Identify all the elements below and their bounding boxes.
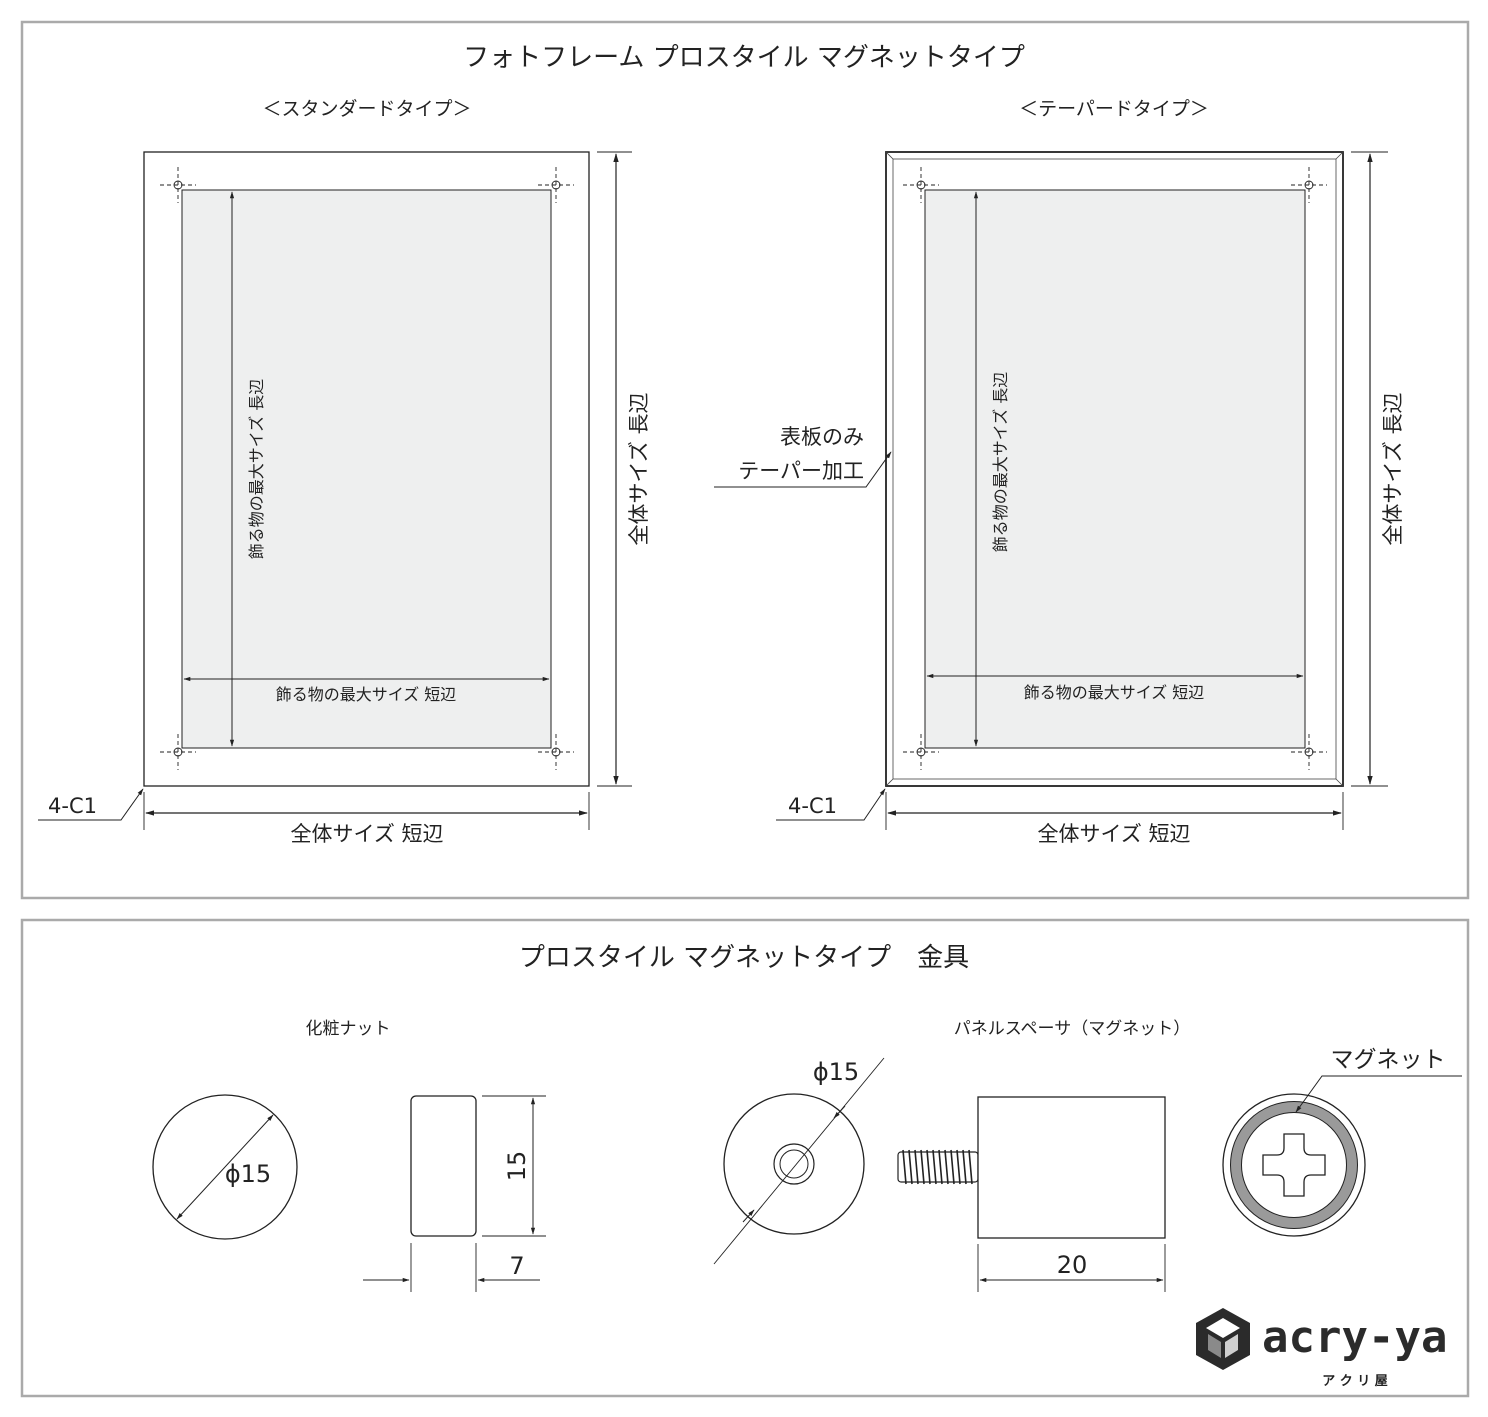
- magnet-label: マグネット: [1331, 1047, 1446, 1073]
- standard-type-drawing: ＜スタンダードタイプ＞ 飾る物の最大サイズ 長辺 飾る物の最大サイズ 短辺 全体…: [38, 98, 651, 846]
- magnet-ring: [1230, 1101, 1358, 1229]
- tapered-corner-leader: [776, 788, 886, 821]
- spacer-thread: [897, 1149, 979, 1185]
- tapered-overall-long-label: 全体サイズ 長辺: [1381, 392, 1405, 545]
- tapered-bevel-edge: [892, 158, 1337, 780]
- standard-display-area: [181, 189, 552, 749]
- acry-ya-logo: acry-ya ア ク リ 屋: [1196, 1308, 1447, 1389]
- spacer-side-view: [977, 1096, 1166, 1239]
- logo-subtext: ア ク リ 屋: [1322, 1374, 1388, 1389]
- tapered-screw-holes: [903, 167, 1327, 770]
- standard-heading: ＜スタンダードタイプ＞: [262, 98, 471, 120]
- standard-inner-short-label: 飾る物の最大サイズ 短辺: [276, 685, 457, 704]
- standard-corner-leader: [38, 788, 144, 821]
- taper-note-leader: [714, 451, 892, 488]
- cube-logo-icon: [1196, 1308, 1250, 1370]
- taper-note-line1: 表板のみ: [780, 425, 864, 449]
- nut-side-view: [410, 1095, 477, 1237]
- nut-diameter-dimension: [176, 1114, 274, 1220]
- tapered-type-drawing: ＜テーパードタイプ＞ 飾る物の最大サイズ 長辺 飾る物の最大サイズ 短辺 全体サ…: [714, 98, 1405, 846]
- standard-inner-long-label: 飾る物の最大サイズ 長辺: [247, 379, 266, 560]
- magnet-leader: [1295, 1075, 1462, 1113]
- taper-note-line2: テーパー加工: [738, 459, 864, 483]
- nut-diameter-label: ϕ15: [225, 1160, 271, 1188]
- spacer-diameter-label: ϕ15: [813, 1058, 859, 1086]
- spacer-label: パネルスペーサ（マグネット）: [954, 1019, 1190, 1039]
- spacer-diameter-extension: [713, 1057, 885, 1265]
- nut-width-label: 7: [509, 1252, 524, 1280]
- decorative-nut-drawing: 化粧ナット ϕ15 15 7: [152, 1019, 546, 1292]
- tapered-corner-label: 4-C1: [788, 794, 837, 818]
- nut-height-label: 15: [503, 1151, 531, 1182]
- panel-spacer-drawing: パネルスペーサ（マグネット） ϕ15 20: [713, 1019, 1462, 1292]
- standard-screw-holes: [160, 167, 574, 770]
- phillips-head-icon: [1262, 1133, 1326, 1197]
- tapered-display-area: [924, 189, 1306, 749]
- spacer-diameter-arrow-a: [833, 1105, 846, 1119]
- logo-wordmark: acry-ya: [1262, 1312, 1447, 1363]
- standard-corner-label: 4-C1: [48, 794, 97, 818]
- spacer-diameter-arrow-b: [742, 1209, 755, 1223]
- tapered-inner-long-label: 飾る物の最大サイズ 長辺: [991, 372, 1010, 553]
- standard-overall-long-label: 全体サイズ 長辺: [627, 392, 651, 545]
- spacer-center-hole-inner: [779, 1149, 809, 1179]
- bottom-panel: [20, 918, 1470, 1398]
- spacer-length-label: 20: [1057, 1251, 1088, 1279]
- standard-overall-short-label: 全体サイズ 短辺: [290, 822, 443, 846]
- bottom-title: プロスタイル マグネットタイプ 金具: [519, 943, 969, 973]
- tapered-inner-short-label: 飾る物の最大サイズ 短辺: [1024, 683, 1205, 702]
- top-panel: [20, 20, 1470, 900]
- tapered-overall-short-label: 全体サイズ 短辺: [1037, 822, 1190, 846]
- tapered-heading: ＜テーパードタイプ＞: [1019, 98, 1209, 120]
- top-title: フォトフレーム プロスタイル マグネットタイプ: [463, 43, 1025, 73]
- nut-label: 化粧ナット: [306, 1019, 391, 1039]
